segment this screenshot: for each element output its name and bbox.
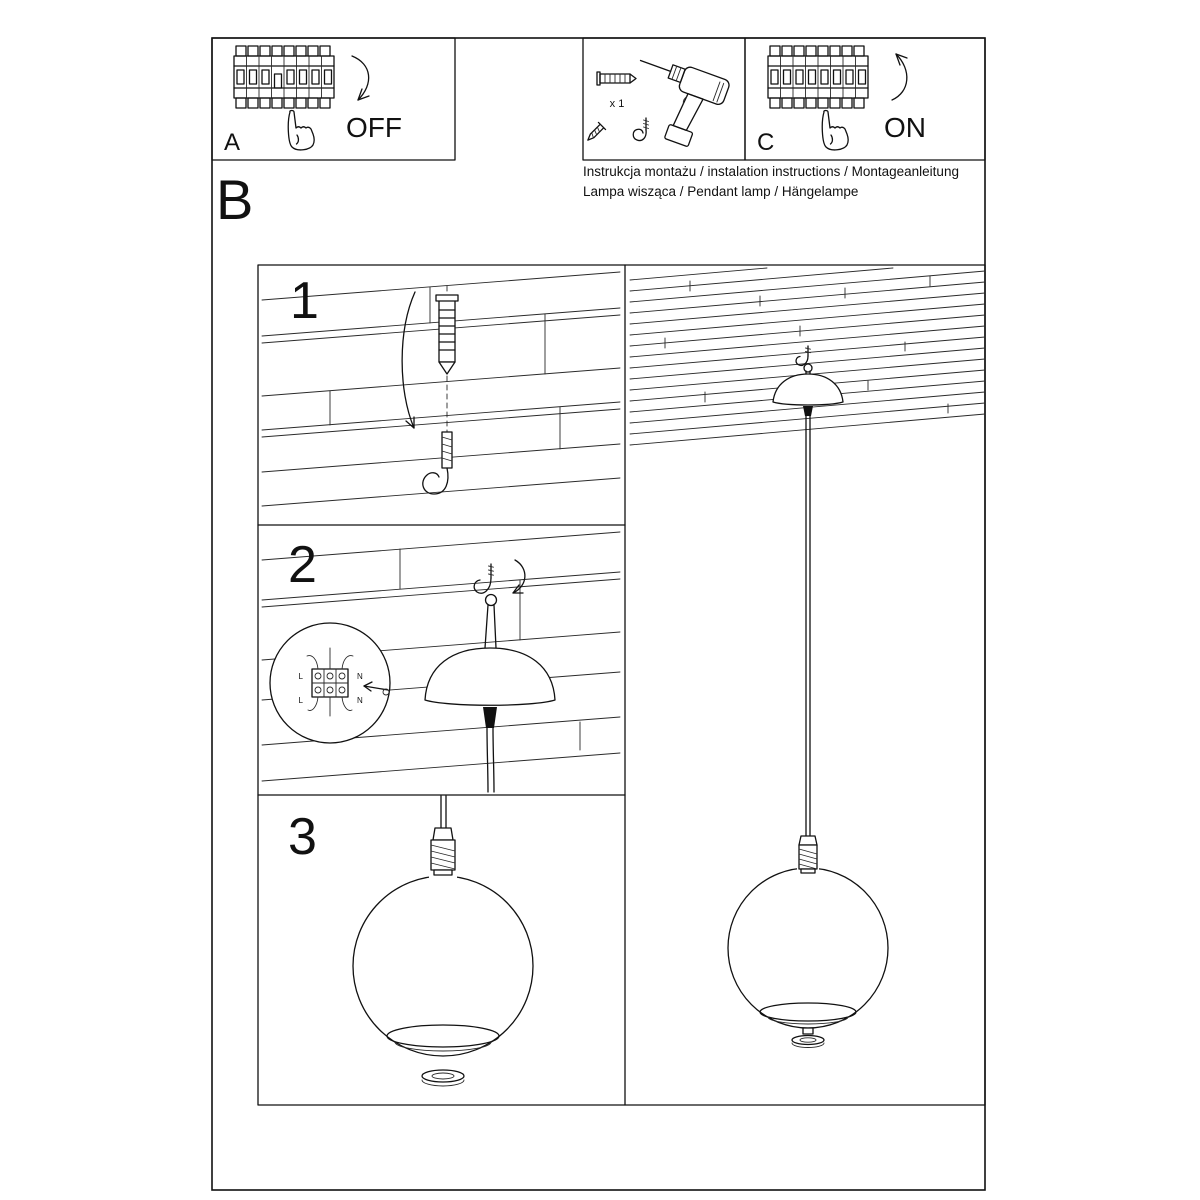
- screw-in-arrow-icon: [401, 291, 416, 429]
- screw-icon: [587, 121, 607, 141]
- socket-threads: [430, 844, 456, 870]
- terminal-block-icon: [311, 668, 349, 698]
- canopy-drawing: [424, 604, 556, 793]
- wiring-detail: L N L N: [269, 622, 391, 744]
- wall-plug-icon: [596, 71, 637, 86]
- socket-threads: [798, 848, 818, 870]
- hook-screw-drawing: [422, 431, 453, 495]
- hanging-loop: [484, 593, 498, 607]
- product-title: Lampa wisząca / Pendant lamp / Hängelamp…: [583, 184, 858, 199]
- hook-icon: [632, 117, 649, 142]
- wall-plug-count: x 1: [610, 98, 625, 110]
- terminal-label-neutral-2: N: [357, 696, 363, 705]
- step-3-number: 3: [288, 808, 317, 866]
- canopy-drawing: [772, 370, 844, 416]
- breaker-panel-icon: [767, 45, 869, 109]
- tools-panel: x 1: [587, 59, 730, 147]
- panel-c-box: [744, 37, 986, 161]
- panel-c: C ON: [757, 45, 926, 156]
- page-border: [211, 37, 986, 1191]
- step-1: 1: [261, 271, 621, 507]
- pointing-hand-icon: [287, 109, 315, 151]
- screwdriver-pointer-icon: [363, 681, 390, 696]
- assembled-lamp-panel: [629, 267, 986, 1048]
- glass-sphere-shade: [352, 875, 534, 1057]
- panel-a-box: [211, 37, 456, 161]
- strain-relief-cone: [803, 406, 813, 416]
- panel-b-label: B: [216, 168, 253, 231]
- panel-c-label: C: [757, 129, 774, 156]
- tools-box: [582, 37, 746, 161]
- ceiling-hook-drawing: [795, 345, 813, 373]
- plank-joints: [319, 548, 581, 751]
- arrow-down-icon: [351, 55, 370, 101]
- lamp-socket: [798, 835, 818, 874]
- bottom-ring-part: [791, 1027, 825, 1048]
- step-1-number: 1: [290, 272, 319, 330]
- panel-c-state: ON: [884, 112, 926, 143]
- terminal-label-neutral: N: [357, 672, 363, 681]
- arrow-up-icon: [891, 53, 908, 101]
- sphere-bottom-opening: [386, 1024, 500, 1048]
- step-3: 3: [288, 795, 534, 1087]
- instructions-title: Instrukcja montażu / instalation instruc…: [583, 164, 959, 179]
- terminal-label-live: L: [299, 672, 304, 681]
- panel-a-state: OFF: [346, 112, 402, 143]
- step-2: L N L N 2: [261, 531, 621, 793]
- wall-anchor-drawing: [435, 285, 459, 433]
- pendant-cable: [486, 727, 495, 793]
- plank-joints: [329, 286, 561, 450]
- sphere-bottom-opening: [759, 1002, 857, 1022]
- lamp-socket: [430, 827, 456, 876]
- pendant-cable: [805, 415, 811, 837]
- panel-a-label: A: [224, 129, 240, 156]
- strain-relief-cone: [483, 707, 497, 728]
- ceiling-hook-drawing: [473, 563, 498, 607]
- terminal-wires: [306, 647, 354, 717]
- plank-joints: [664, 275, 949, 414]
- drill-icon: [639, 59, 730, 147]
- breaker-panel-icon: [233, 45, 335, 109]
- pointing-hand-icon: [821, 109, 849, 151]
- terminal-label-live-2: L: [299, 696, 304, 705]
- step-2-number: 2: [288, 536, 317, 594]
- pendant-cable: [440, 795, 447, 829]
- glass-sphere-shade: [727, 867, 889, 1029]
- steps-border: [257, 264, 986, 1106]
- hang-arrow-icon: [512, 559, 526, 594]
- bottom-ring-part: [421, 1069, 465, 1087]
- panel-a: A OFF: [224, 45, 402, 156]
